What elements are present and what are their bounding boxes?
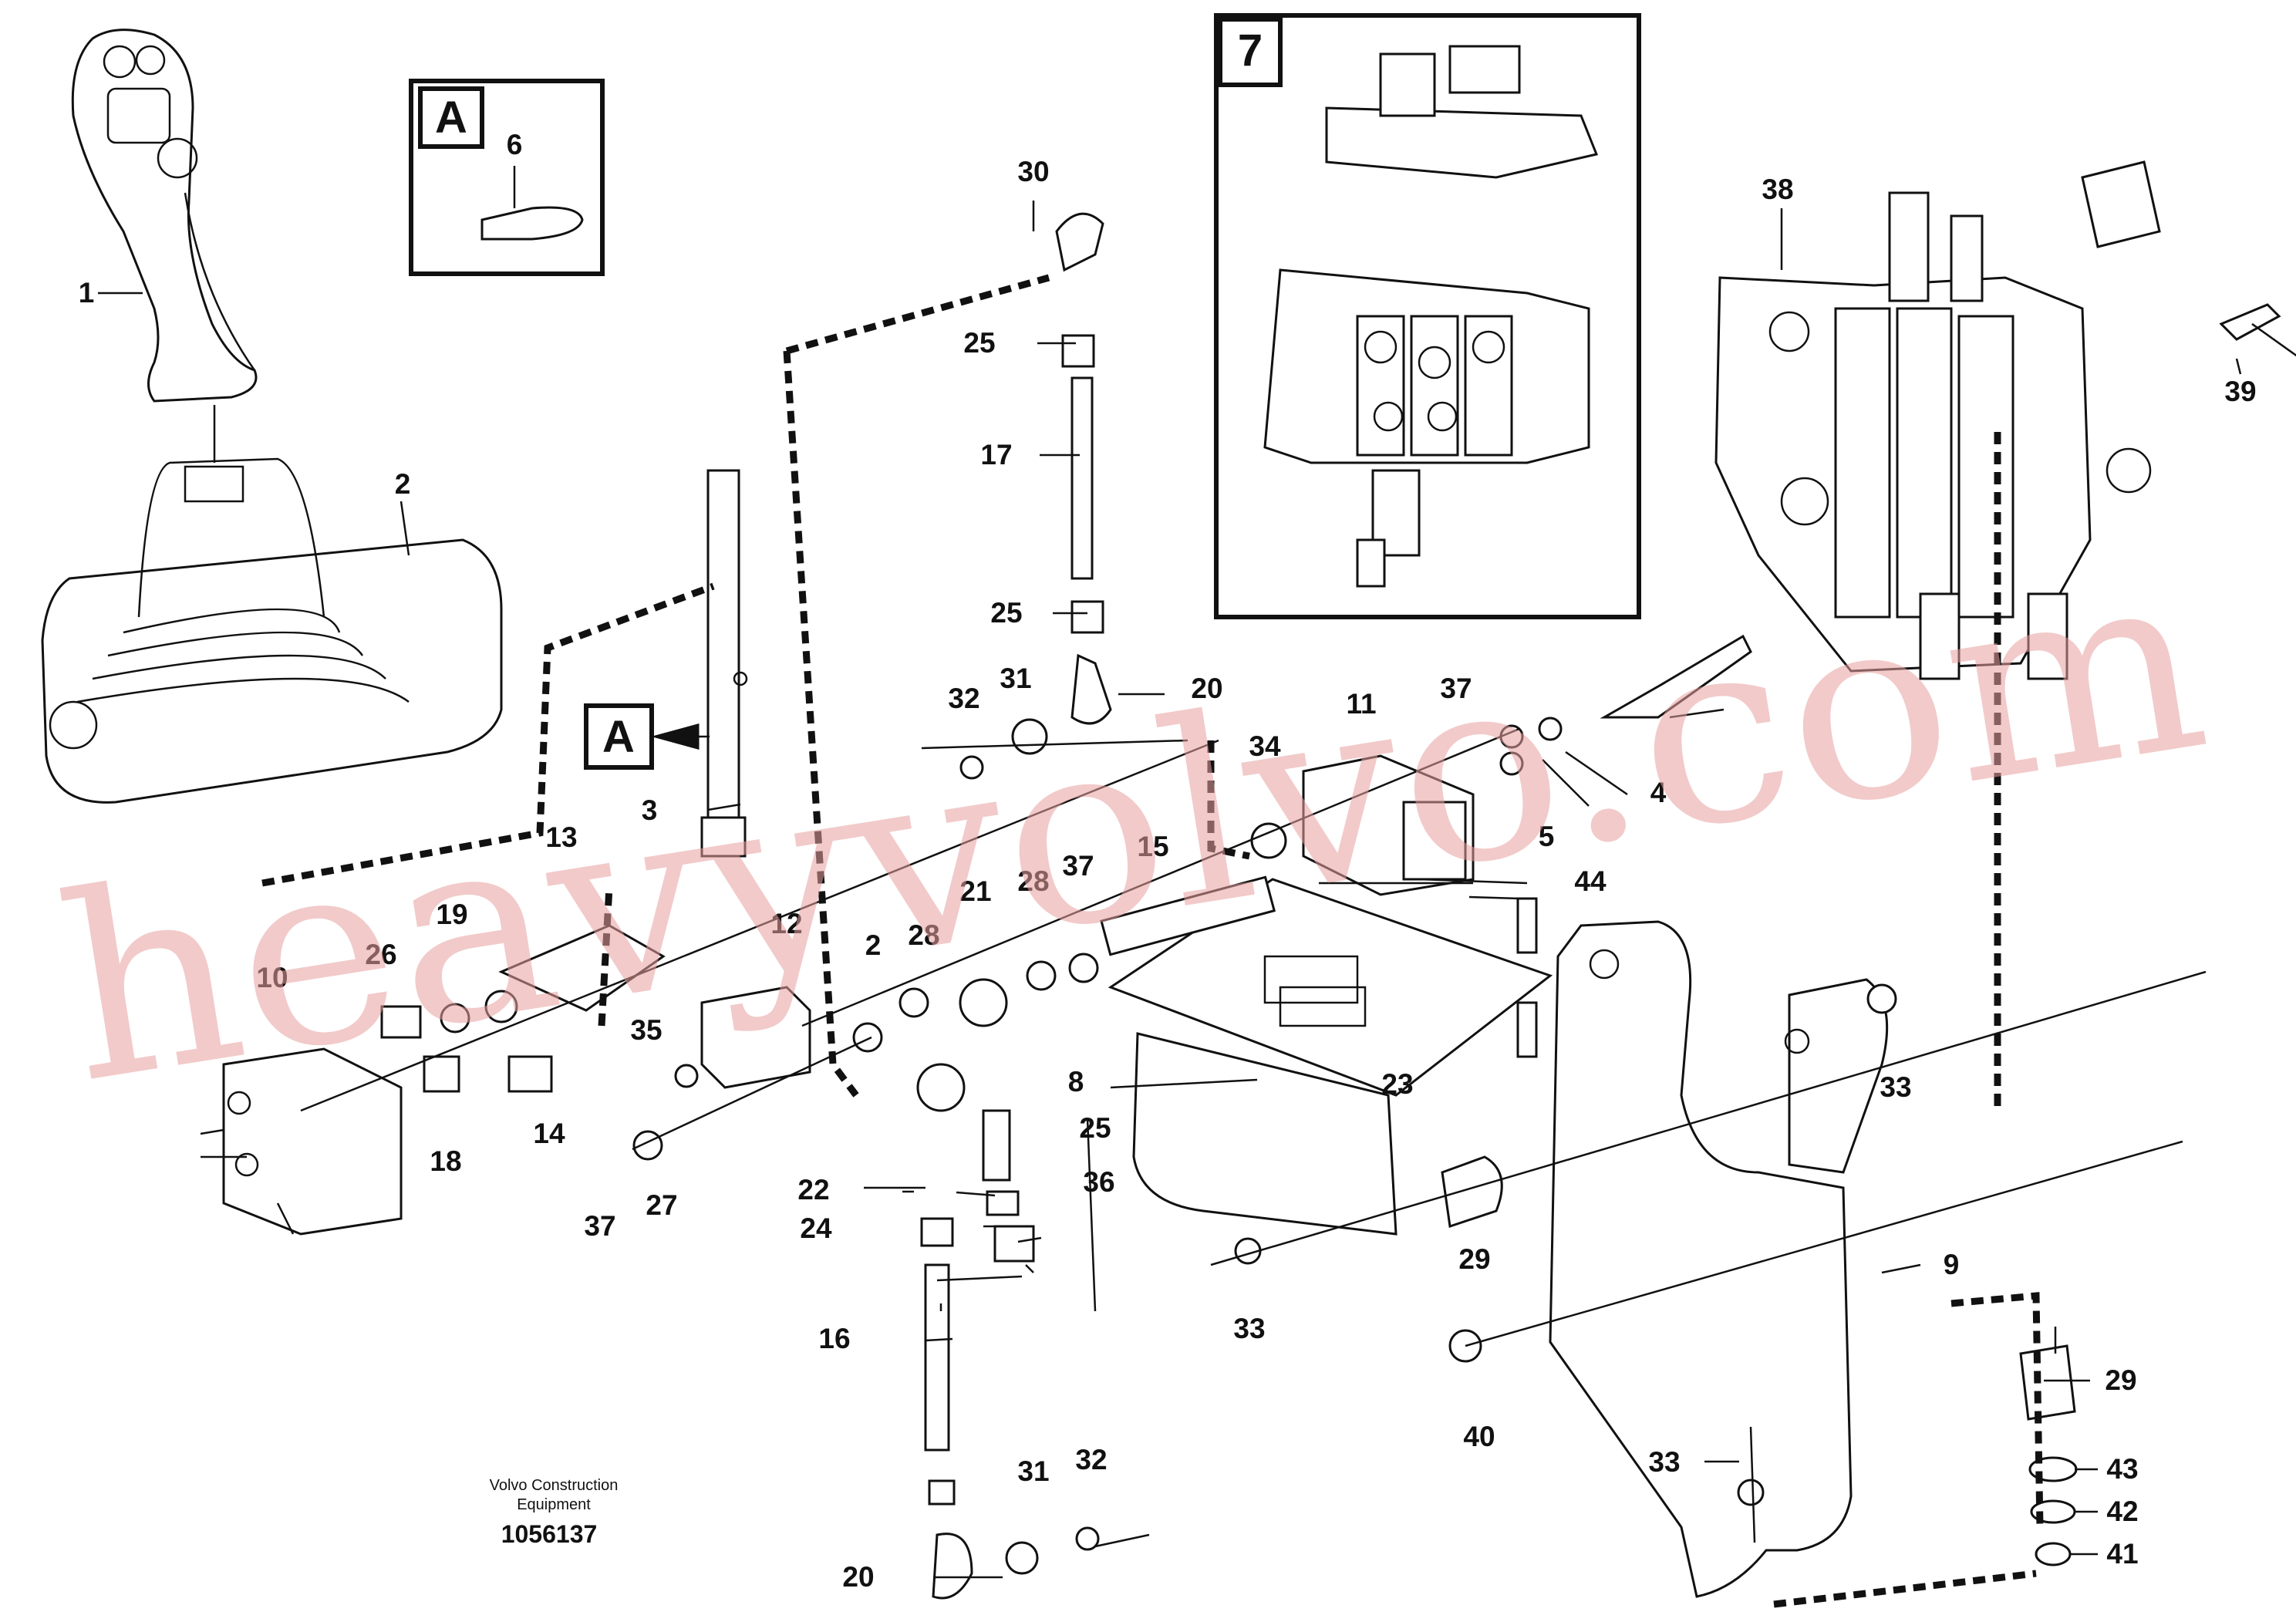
callout-3: 3 [642,794,658,826]
callout-29b: 29 [2105,1364,2136,1396]
callout-2: 2 [395,468,411,500]
callout-15: 15 [1137,831,1168,862]
callout-33b: 33 [1233,1313,1265,1344]
bolt-39 [2219,303,2296,357]
view-marker-a-label: A [602,712,635,762]
detail-box-a-label: A [435,93,467,143]
callout-26: 26 [365,939,396,970]
detail-box-7: 7 [1214,13,1641,619]
title-block: Volvo Construction Equipment 1056137 [490,1477,619,1548]
callout-32b: 32 [1075,1444,1107,1475]
callout-39: 39 [2224,376,2256,407]
callout-29a: 29 [1458,1243,1490,1275]
dashed-connections [261,274,2044,1608]
callout-38: 38 [1762,174,1793,205]
callout-35: 35 [630,1014,662,1046]
callout-33a: 33 [1880,1071,1911,1103]
link-13 [498,924,666,1012]
callout-18: 18 [430,1145,461,1177]
callout-25a: 25 [963,327,995,359]
rod-17 [1055,212,1112,725]
callout-1: 1 [79,277,95,309]
bracket-9 [1549,920,1889,1598]
callout-34: 34 [1249,730,1281,762]
callout-37c: 37 [584,1210,615,1242]
rubber-boot [41,457,503,804]
callout-5: 5 [1539,821,1555,852]
publisher-line2: Equipment [517,1496,591,1513]
leader-lines [98,201,2242,1579]
small-parts [380,634,2078,1575]
callout-16: 16 [818,1323,850,1354]
callout-22: 22 [797,1174,829,1206]
callout-42: 42 [2106,1496,2138,1527]
pivot-block-11 [1302,754,1475,896]
callouts: 1 2 3 4 5 6 8 9 10 11 12 13 14 15 16 17 … [79,129,2257,1593]
callout-37a: 37 [1440,673,1472,704]
callout-20b: 20 [842,1561,874,1593]
joystick-handle [71,29,258,463]
callout-41: 41 [2106,1538,2138,1570]
block-12 [700,986,811,1089]
callout-31b: 31 [1017,1455,1049,1487]
document-number: 1056137 [501,1520,598,1548]
callout-37b: 37 [1062,850,1094,882]
callout-43: 43 [2106,1453,2138,1485]
callout-27: 27 [646,1189,677,1221]
callout-11: 11 [1346,688,1376,720]
callout-13: 13 [545,821,577,853]
view-marker-a: A [584,703,710,770]
callout-4: 4 [1650,777,1667,808]
shaft-3 [700,469,748,858]
callout-19: 19 [436,899,467,930]
callout-30: 30 [1017,156,1049,187]
publisher-line1: Volvo Construction [490,1477,619,1494]
callout-8: 8 [1068,1066,1084,1098]
rod-16 [920,1217,973,1600]
callout-6: 6 [507,129,523,160]
callout-20a: 20 [1191,673,1222,704]
callout-36: 36 [1083,1166,1114,1198]
callout-2-second: 2 [865,929,882,961]
callout-33c: 33 [1648,1446,1680,1478]
detail-box-7-label: 7 [1238,25,1263,76]
callout-17: 17 [980,439,1012,470]
valve-block [1714,160,2161,680]
callout-32a: 32 [948,683,979,714]
block-10 [222,1047,403,1236]
callout-31a: 31 [1000,663,1031,694]
callout-40: 40 [1463,1421,1495,1452]
callout-25c: 25 [1079,1112,1111,1144]
axis-lines [200,727,2207,1548]
callout-14: 14 [533,1118,565,1149]
detail-box-a: A [409,79,605,276]
callout-10: 10 [256,962,288,993]
callout-28b: 28 [908,919,939,951]
callout-28a: 28 [1017,865,1049,897]
callout-9: 9 [1944,1249,1960,1280]
callout-24: 24 [800,1212,832,1244]
callout-21: 21 [959,875,991,907]
callout-44: 44 [1574,865,1607,897]
callout-23: 23 [1381,1068,1413,1100]
callout-25b: 25 [990,597,1022,629]
callout-12: 12 [770,908,802,939]
